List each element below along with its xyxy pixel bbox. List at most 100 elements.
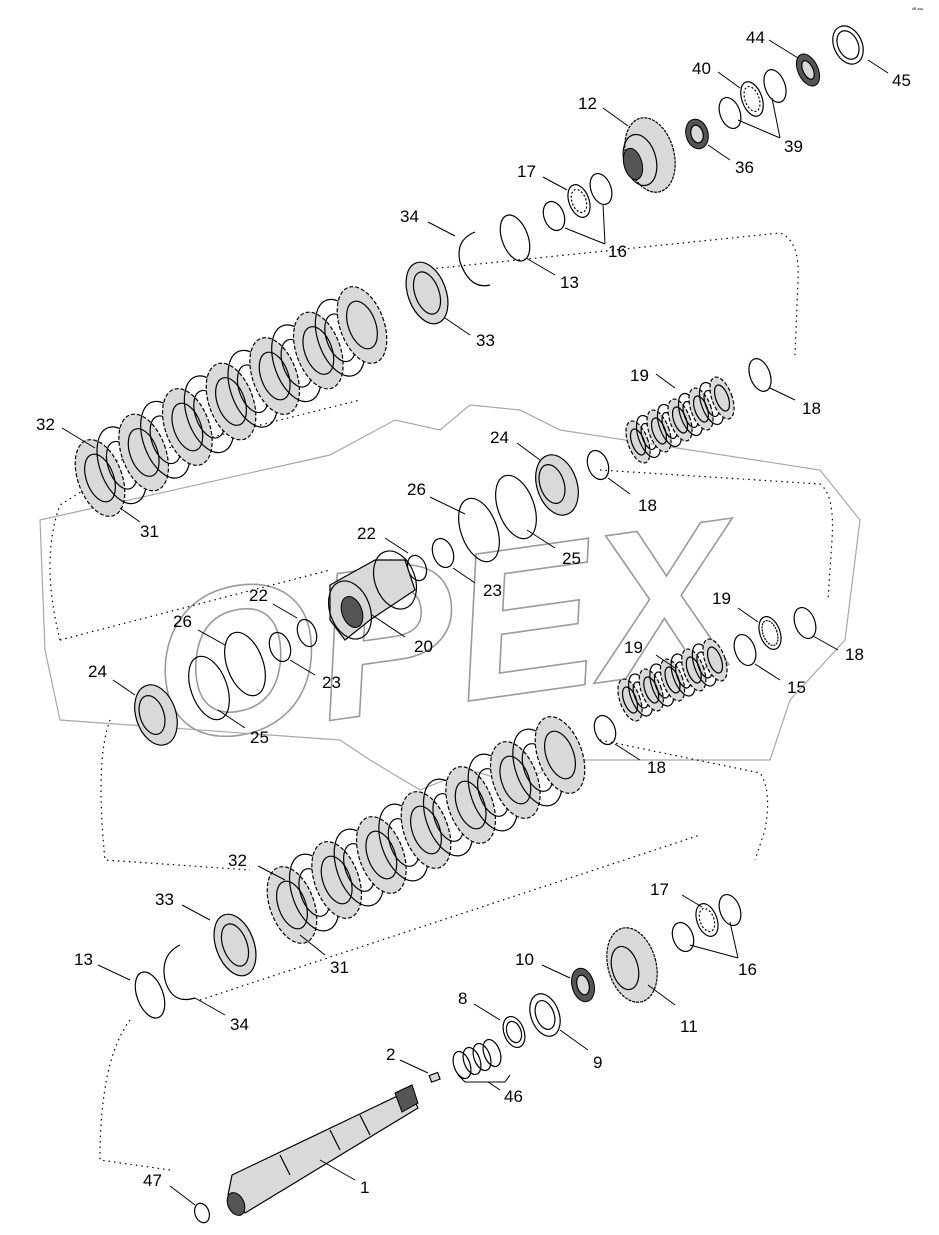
part-13-snap-ring-lower [134, 971, 166, 1019]
watermark-gear-outline [39, 404, 861, 791]
callout-44: 44 [746, 28, 765, 47]
part-34-snap-ring-lower [163, 944, 196, 1001]
part-25-oring-lower [188, 655, 230, 721]
clutch-disc [84, 453, 116, 503]
callout-32-b: 32 [228, 851, 247, 870]
clutch-disc [276, 880, 308, 930]
clutch-disc [346, 300, 378, 350]
callout-18-d: 18 [647, 758, 666, 777]
part-33-pressure-plate-lower [213, 913, 257, 977]
clutch-disc [215, 377, 247, 426]
clutch-disc [400, 791, 452, 869]
clutch-disc [161, 388, 213, 466]
part-1-shaft [226, 1084, 419, 1216]
part-26-seal-lower [224, 631, 266, 697]
callout-15: 15 [787, 678, 806, 697]
part-31-32-clutch-pack-upper [74, 286, 388, 517]
part-11-gear [606, 927, 658, 1003]
part-24-piston-upper [535, 454, 579, 516]
callout-1: 1 [360, 1178, 369, 1197]
clutch-disc [454, 780, 487, 830]
callout-26: 26 [407, 480, 426, 499]
clutch-disc [534, 716, 586, 794]
leader-lines [61, 39, 889, 1206]
callout-24-b: 24 [88, 662, 107, 681]
part-19-discs-lower [617, 638, 728, 722]
part-12-gear [622, 117, 676, 193]
part-34-snap-ring [458, 231, 491, 287]
clutch-disc [638, 668, 664, 712]
callout-34-b: 34 [230, 1015, 249, 1034]
part-18-ring-c [793, 606, 817, 640]
callout-47: 47 [143, 1171, 162, 1190]
callout-23-b: 23 [322, 673, 341, 692]
callout-9: 9 [593, 1053, 602, 1072]
clutch-disc [650, 417, 668, 445]
callout-31-b: 31 [330, 958, 349, 977]
part-25-oring-upper [495, 474, 537, 540]
callout-39: 39 [784, 137, 803, 156]
clutch-disc [258, 351, 291, 401]
part-8-washer [502, 1015, 526, 1049]
callout-13-b: 13 [74, 950, 93, 969]
callout-18-b: 18 [638, 496, 657, 515]
assembly-path-right [599, 469, 834, 601]
callout-33-b: 33 [155, 890, 174, 909]
part-23-ring-lower [268, 631, 292, 663]
part-40-thrust-bearing [740, 81, 764, 117]
callout-33: 33 [476, 331, 495, 350]
clutch-disc [667, 398, 693, 442]
clutch-disc [702, 638, 728, 682]
clutch-disc [365, 830, 398, 880]
clutch-disc [336, 286, 388, 364]
callout-labels: 44 45 40 39 12 36 17 16 34 13 33 19 18 3… [36, 28, 911, 1197]
part-31-32-clutch-pack-lower [266, 716, 586, 944]
clutch-disc [302, 326, 335, 375]
clutch-disc [621, 686, 639, 714]
clutch-disc [681, 648, 707, 692]
part-16-17-washers-bearing-lower [671, 893, 742, 953]
callout-19-b: 19 [712, 589, 731, 608]
callout-36: 36 [735, 158, 754, 177]
clutch-disc [646, 409, 672, 453]
clutch-disc [664, 666, 681, 694]
clutch-disc [629, 428, 647, 456]
callout-18-c: 18 [845, 645, 864, 664]
callout-25: 25 [562, 549, 581, 568]
part-10-needle-bearing [570, 967, 596, 1003]
callout-31: 31 [140, 522, 159, 541]
part-16-17-washers-bearing [542, 172, 613, 232]
part-19-discs-upper [625, 376, 735, 464]
part-18-ring-b [586, 449, 610, 481]
clutch-disc [249, 337, 301, 415]
part-46-seal-rings [452, 1038, 502, 1080]
corner-code: ᵈᴿ ᵉᵉᵉ [912, 7, 923, 13]
clutch-disc [489, 741, 541, 819]
callout-40: 40 [692, 59, 711, 78]
clutch-disc [625, 420, 651, 464]
part-22-ring-lower [296, 618, 318, 648]
callout-19: 19 [630, 366, 649, 385]
part-24-piston-lower [134, 684, 178, 746]
callout-34: 34 [400, 207, 419, 226]
callout-17-b: 17 [650, 880, 669, 899]
clutch-disc [671, 406, 689, 434]
clutch-disc [692, 395, 710, 423]
callout-20: 20 [414, 637, 433, 656]
clutch-disc [410, 805, 442, 855]
clutch-disc [266, 866, 318, 944]
part-18-ring-a [748, 358, 772, 392]
clutch-disc [643, 676, 660, 704]
callout-12: 12 [578, 94, 597, 113]
part-9-thrust-washer [529, 993, 561, 1037]
clutch-disc [544, 730, 576, 780]
callout-17: 17 [517, 162, 536, 181]
clutch-disc [355, 816, 407, 894]
part-20-clutch-housing [327, 550, 418, 641]
part-19-single-disc [758, 616, 782, 650]
part-33-pressure-plate [405, 261, 449, 325]
part-36-needle-bearing [685, 118, 709, 150]
clutch-disc [706, 646, 724, 674]
